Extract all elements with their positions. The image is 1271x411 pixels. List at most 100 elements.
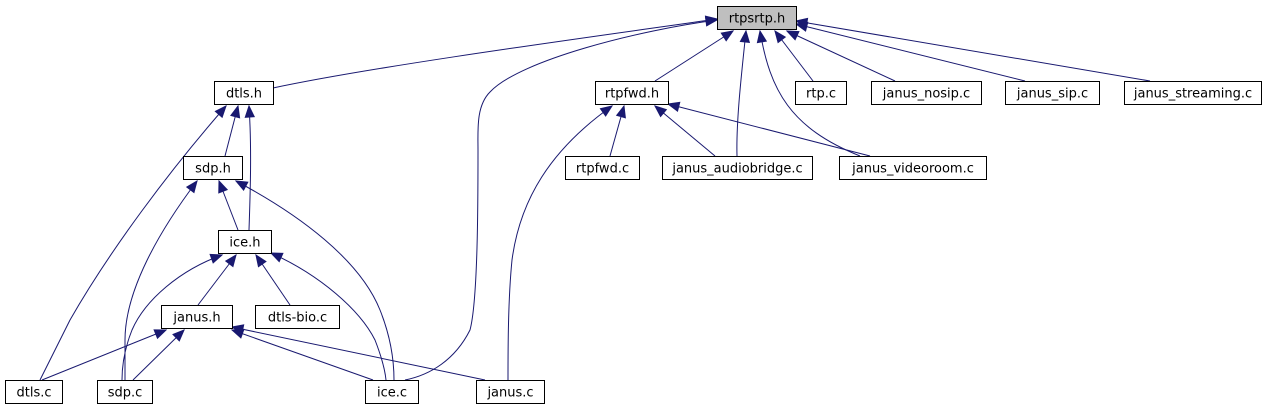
edge-arrowhead (230, 104, 241, 119)
edges-layer (39, 15, 1151, 381)
node-box (839, 156, 987, 180)
edge-line (272, 18, 718, 89)
edge-arrowhead (756, 29, 768, 44)
node-box (97, 380, 153, 404)
edge-line (667, 103, 871, 157)
edge-arrowhead (794, 17, 809, 29)
node-dtls-c[interactable]: dtls.c (5, 380, 63, 404)
node-label: janus_sip.c (1016, 87, 1088, 102)
edge-rtpsrtp-h-to-janus-audiobridge-c (736, 29, 751, 157)
node-ice-c[interactable]: ice.c (365, 380, 419, 404)
edge-dtls-h-to-dtls-c (39, 105, 227, 381)
node-dtls-h[interactable]: dtls.h (214, 81, 274, 105)
node-box (5, 380, 63, 404)
nodes-layer: rtpsrtp.h dtls.h rtpfwd.h rtp.c janus_nosip.… (5, 6, 1262, 404)
edge-line (654, 30, 734, 82)
node-label: dtls-bio.c (268, 311, 327, 326)
node-label: rtp.c (806, 87, 836, 102)
node-label: janus.h (172, 311, 220, 326)
node-box (218, 230, 272, 254)
edge-line (235, 180, 395, 381)
edge-line (39, 105, 227, 381)
edge-arrowhead (599, 105, 614, 117)
edge-rtpsrtp-h-to-janus-nosip-c (785, 30, 896, 82)
node-rtp-c[interactable]: rtp.c (795, 81, 847, 105)
node-label: sdp.h (195, 162, 231, 177)
edge-line (41, 329, 167, 381)
edge-arrowhead (269, 252, 284, 263)
node-dtls-bio-c[interactable]: dtls-bio.c (255, 305, 340, 329)
node-box (795, 81, 847, 105)
node-label: janus_streaming.c (1133, 87, 1252, 102)
node-box (476, 380, 545, 404)
edge-rtpfwd-h-to-rtpfwd-c (609, 104, 626, 157)
edge-arrowhead (785, 30, 800, 41)
edge-arrowhead (230, 324, 245, 335)
edge-rtpsrtp-h-to-dtls-h (272, 15, 719, 89)
edge-janus-h-to-ice-c (230, 328, 374, 381)
edge-arrowhead (666, 101, 681, 112)
edge-arrowhead (720, 30, 735, 42)
node-box (1124, 81, 1262, 105)
node-box (595, 81, 669, 105)
edge-rtpsrtp-h-to-janus-streaming-c (794, 17, 1151, 82)
node-rtpfwd-c[interactable]: rtpfwd.c (565, 156, 640, 180)
node-box (662, 156, 813, 180)
edge-line (132, 329, 185, 381)
edge-dtls-h-to-sdp-h (224, 104, 241, 157)
node-sdp-c[interactable]: sdp.c (97, 380, 153, 404)
edge-rtpsrtp-h-to-rtp-c (774, 29, 814, 82)
edge-janus-h-to-janus-c (230, 324, 486, 381)
node-label: dtls.c (16, 386, 51, 401)
node-label: janus_nosip.c (882, 87, 970, 102)
node-box (255, 305, 340, 329)
node-label: ice.h (229, 236, 260, 251)
edge-line (795, 20, 1151, 82)
node-box (717, 6, 797, 30)
node-label: rtpfwd.c (576, 162, 629, 177)
node-box (161, 305, 233, 329)
edge-arrowhead (214, 105, 227, 119)
node-ice-h[interactable]: ice.h (218, 230, 272, 254)
node-box (183, 156, 243, 180)
edge-arrowhead (615, 104, 626, 119)
edge-arrowhead (234, 180, 249, 192)
edge-arrowhead (224, 253, 237, 268)
edge-line (786, 30, 896, 82)
node-janus-audiobridge-c[interactable]: janus_audiobridge.c (662, 156, 813, 180)
node-label: dtls.h (226, 87, 262, 102)
node-rtpfwd-h[interactable]: rtpfwd.h (595, 81, 669, 105)
node-janus-c[interactable]: janus.c (476, 380, 545, 404)
edge-arrowhead (153, 329, 168, 340)
node-rtpsrtp-h[interactable]: rtpsrtp.h (717, 6, 797, 30)
edge-janus-h-to-sdp-c (132, 329, 185, 381)
node-box (871, 81, 982, 105)
edge-ice-h-to-janus-h (197, 253, 237, 306)
edge-rtpfwd-h-to-janus-audiobridge-c (653, 105, 716, 157)
edge-janus-h-to-dtls-c (41, 329, 168, 381)
edge-dtls-h-to-ice-h (244, 104, 256, 231)
node-janus-sip-c[interactable]: janus_sip.c (1005, 81, 1100, 105)
edge-arrowhead (739, 29, 751, 43)
edge-line (248, 105, 252, 231)
edge-rtpsrtp-h-to-janus-sip-c (794, 21, 1026, 82)
node-label: sdp.c (108, 386, 143, 401)
edge-rtpfwd-h-to-janus-videoroom-c (666, 101, 871, 157)
node-sdp-h[interactable]: sdp.h (183, 156, 243, 180)
node-janus-h[interactable]: janus.h (161, 305, 233, 329)
edge-arrowhead (255, 253, 267, 268)
edge-line (231, 329, 374, 381)
node-box (1005, 81, 1100, 105)
node-janus-nosip-c[interactable]: janus_nosip.c (871, 81, 982, 105)
edge-line (270, 252, 387, 381)
node-box (365, 380, 419, 404)
node-label: rtpsrtp.h (729, 12, 786, 27)
edge-rtpsrtp-h-to-ice-c (404, 16, 719, 381)
node-janus-videoroom-c[interactable]: janus_videoroom.c (839, 156, 987, 180)
node-janus-streaming-c[interactable]: janus_streaming.c (1124, 81, 1262, 105)
edge-arrowhead (244, 104, 256, 118)
node-label: ice.c (377, 386, 407, 401)
edge-line (795, 23, 1026, 82)
edge-rtpsrtp-h-to-janus-videoroom-c (756, 29, 861, 157)
